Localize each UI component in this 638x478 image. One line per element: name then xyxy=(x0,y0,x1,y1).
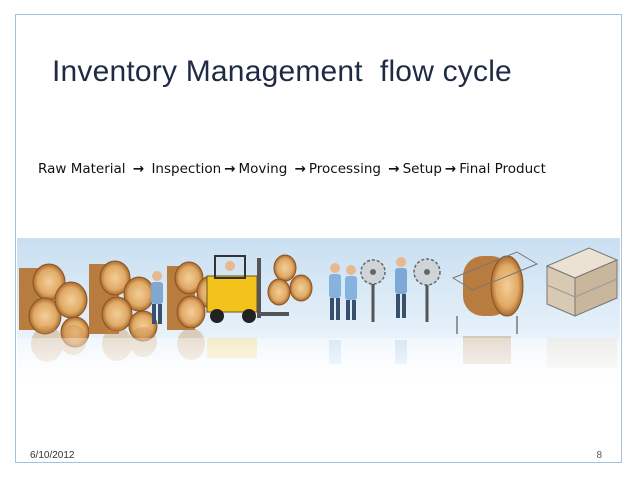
flow-arrow-icon: → xyxy=(224,161,236,177)
slide-title: Inventory Management flow cycle xyxy=(52,55,512,88)
log-processing-icon xyxy=(451,251,539,334)
inspector-icon xyxy=(151,271,163,324)
flow-step-raw-material: Raw Material xyxy=(38,161,126,177)
lumber-stack-icon xyxy=(545,247,619,317)
flow-arrow-icon: → xyxy=(294,161,306,177)
slide-frame xyxy=(15,14,622,463)
flow-step-final-product: Final Product xyxy=(459,161,546,177)
slide-page-number: 8 xyxy=(596,450,602,461)
log-pile-icon xyxy=(89,260,158,342)
flow-arrow-icon: → xyxy=(444,161,457,177)
production-illustration xyxy=(17,238,620,394)
forklift-icon xyxy=(206,255,289,323)
flow-arrow-icon: → xyxy=(132,161,145,177)
flow-step-inspection: Inspection xyxy=(151,161,222,177)
saw-blade-icon xyxy=(413,258,441,322)
flow-step-setup: Setup xyxy=(402,161,442,177)
saw-blade-icon xyxy=(360,259,386,322)
worker-icon xyxy=(329,263,357,320)
flow-step-processing: Processing xyxy=(308,161,381,177)
slide-date: 6/10/2012 xyxy=(30,450,75,461)
flow-sequence: Raw Material → Inspection→Moving →Proces… xyxy=(38,161,546,177)
log-pile-icon xyxy=(267,254,313,306)
flow-arrow-icon: → xyxy=(388,161,400,177)
main-scene xyxy=(19,247,619,348)
flow-step-moving: Moving xyxy=(238,161,288,177)
worker-icon xyxy=(395,257,407,318)
